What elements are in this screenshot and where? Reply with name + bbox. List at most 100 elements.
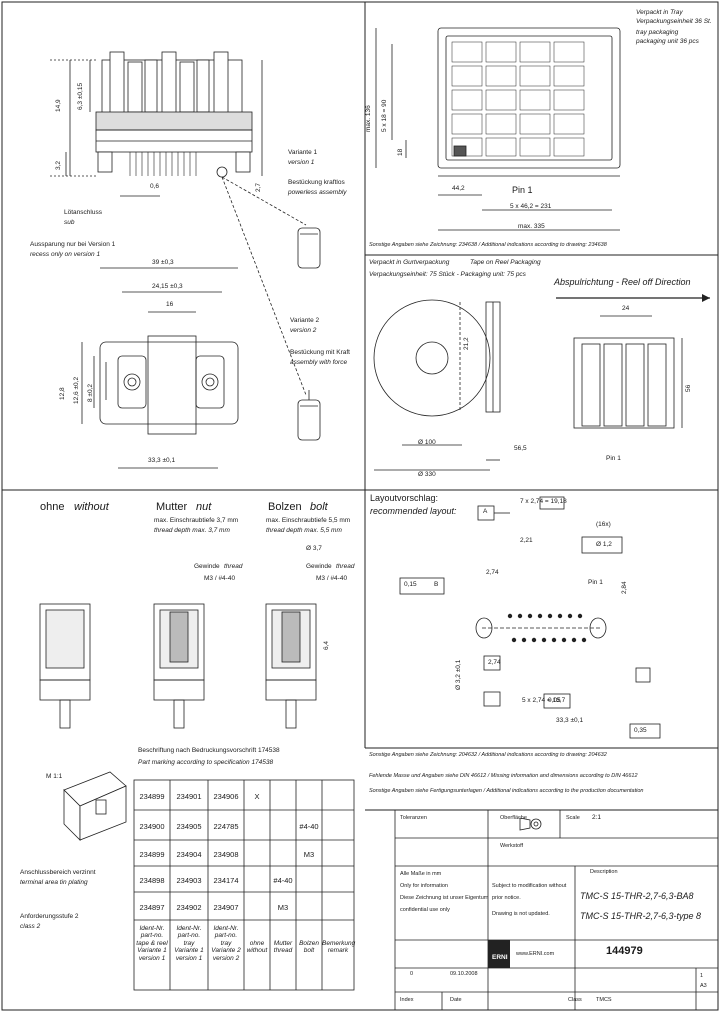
table-cell: 234901 [176,792,202,801]
dim-bottom: 33,3 ±0,1 [148,457,176,464]
tb-subject2: prior notice. [492,895,521,901]
tb-index: 0 [410,971,414,977]
table-cell: 224785 [213,822,239,831]
layout-d-row2: 2,74 [488,659,501,666]
layout-d-hole: Ø 1,2 [596,541,612,548]
layout-pin1: Pin 1 [588,579,603,586]
ident-table-grid [133,779,355,991]
tray-title-en: tray packaging [636,29,679,36]
dim-lower: 3,2 [55,160,62,170]
dim-total: 14,9 [55,99,62,112]
tb-dimensions: Alle Maße in mm [400,871,442,877]
reel-direction: Abspulrichtung - Reel off Direction [554,277,691,287]
table-cell: M3 [277,903,289,912]
layout-tol3: 0,35 [634,727,647,734]
v1-desc-de: Bestückung kraftlos [288,179,345,186]
tb-drawing-not-updated: Drawing is not updated. [492,911,550,917]
variant-nut-de: Mutter [156,501,188,513]
v2-desc-de: Bestückung mit Kraft [290,349,350,356]
table-cell: 234903 [176,876,202,885]
layout-d-span: 5 x 2,74 = 13,7 [522,697,566,704]
variant-drawings [39,603,317,729]
marking-scale: M 1:1 [46,773,63,780]
bolt-spec-de: max. Einschraubtiefe 5,5 mm [266,517,351,524]
cutout-de: Aussparung nur bei Version 1 [30,241,116,248]
v1-de: Variante 1 [288,149,318,156]
reel-width: 56,5 [514,445,527,452]
v2-desc-en: assembly with force [290,359,348,366]
variant-bolt-en: bolt [310,501,328,513]
layout-d-pin-field: 2,74 [486,569,499,576]
reel-d-hub: Ø 100 [418,439,436,446]
table-header: Ident-Nr. part-no. tray Variante 2 versi… [211,925,241,962]
layout-note: Sonstige Angaben siehe Zeichnung: 204632… [369,752,607,758]
dim-h2: 12,6 ±0,2 [73,376,80,404]
tray-unit-en: packaging unit 36 pcs [636,38,699,45]
tray-dim-width: max. 335 [518,223,545,230]
reel-pitch: 24 [622,305,630,312]
variant-plain-de: ohne [40,501,65,513]
dim-outer: 39 ±0,3 [152,259,174,266]
tray-dim-rows: 5 x 18 = 90 [381,99,388,132]
marking-label-en: Part marking according to specification … [138,759,274,766]
layout-d-mount: 33,3 ±0,1 [556,717,584,724]
solder-de: Lötanschluss [64,209,102,216]
marking-area-en: terminal area tin plating [20,879,88,886]
cutout-en: recess only on version 1 [30,251,101,258]
bolt-d: Ø 3,7 [306,545,322,552]
reel-drawing [373,299,683,471]
arrow-head-icon [702,294,710,302]
table-cell: 234904 [176,850,202,859]
bolt-thread-val: M3 / #4-40 [316,575,348,582]
marking-label-de: Beschriftung nach Bedruckungsvorschrift … [138,747,280,754]
tb-material: Werkstoff [500,843,524,849]
solder-en: sub [64,219,75,226]
tb-confidential1: Only for information [400,883,448,889]
layout-d-pin-row: 2,84 [621,581,628,594]
nut-thread-val: M3 / #4-40 [204,575,236,582]
bolt-thread-en: thread [336,563,355,570]
table-cell: 234897 [139,903,165,912]
tb-company: ERNI [492,954,508,961]
layout-hole-count: (16x) [596,521,611,528]
side-view-drawing [50,51,321,441]
table-cell: M3 [303,850,315,859]
reel-unit: Verpackungseinheit: 75 Stück - Packaging… [369,271,526,278]
tray-unit-de: Verpackungseinheit 36 St. [636,18,712,25]
bolt-thread-de: Gewinde [306,563,332,570]
table-cell: 234906 [213,792,239,801]
table-cell: X [254,792,260,801]
tb-scale: 2:1 [592,814,602,821]
variant-bolt [265,603,317,729]
table-cell: 234900 [139,822,165,831]
tb-date: 09.10.2008 [450,971,478,977]
table-cell: 234899 [139,792,165,801]
bolt-spec-en: thread depth max. 5,5 mm [266,527,342,534]
variant-nut [153,603,205,729]
v2-en: version 2 [290,327,317,334]
tb-class-label: Class [568,997,582,1003]
tray-title-de: Verpackt in Tray [636,9,683,16]
dim-h1: 12,8 [59,387,66,400]
layout-d-hole2: Ø 3,2 ±0,1 [455,659,462,690]
variant-nut-en: nut [196,501,212,513]
note-din2: Sonstige Angaben siehe Fertigungsunterla… [369,788,644,794]
table-header: Bemerkung remark [322,940,356,955]
note-din1: Fehlende Masse und Angaben siehe DIN 466… [369,773,638,779]
v1-desc-en: powerless assembly [288,189,347,196]
layout-title-de: Layoutvorschlag: [370,493,439,503]
title-block-grid [394,810,718,1010]
table-cell: #4-40 [299,822,319,831]
variant-plain-en: without [74,501,109,513]
reel-tape-w: 56 [685,384,692,392]
tb-drawing-no: 144979 [606,945,643,957]
nut-spec-en: thread depth max. 3,7 mm [154,527,230,534]
v2-de: Variante 2 [290,317,320,324]
marking-class-en: class 2 [20,923,41,930]
layout-d-small: 2,21 [520,537,533,544]
tray-pin1: Pin 1 [512,185,533,195]
dim-pin: 0,6 [150,183,160,190]
